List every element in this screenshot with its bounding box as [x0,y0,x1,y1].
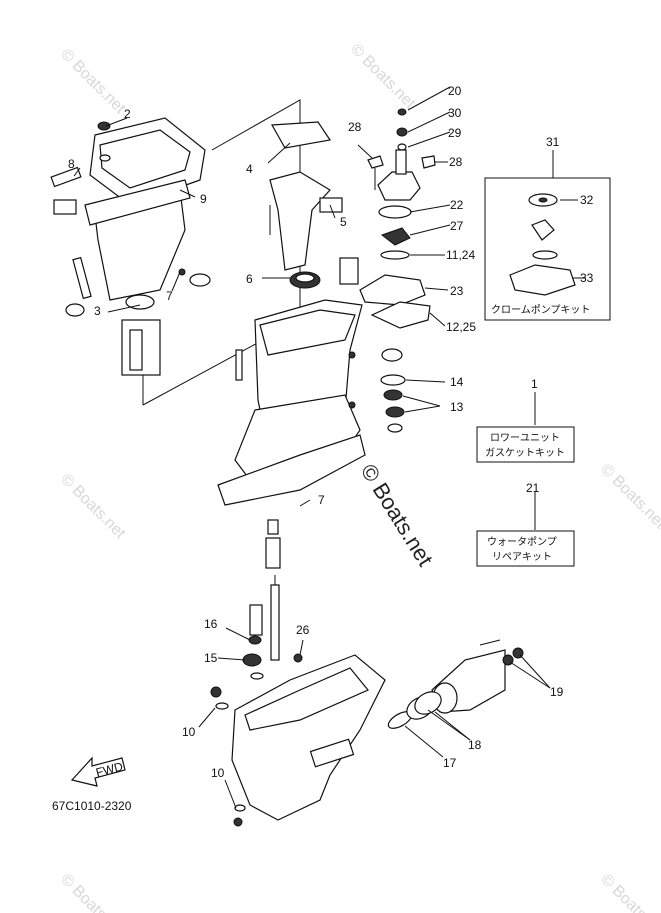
kit-label-chrome-pump: クロームポンプキット [491,304,590,316]
callout-15: 15 [204,651,218,665]
leader-lines [73,86,554,809]
callout-32: 32 [580,193,594,207]
callout-9: 9 [200,192,207,206]
kit-labels: クロームポンプキット ロワーユニット ガスケットキット ウォータポンプ リペアキ… [485,304,590,563]
callout-33: 33 [580,271,594,285]
callout-5: 5 [340,215,347,229]
kit-label-water-pump-1: ウォータポンプ [487,536,557,548]
kit-label-lower-unit-2: ガスケットキット [485,447,565,459]
lower-unit-group: FWD [70,519,524,827]
callout-12-25: 12,25 [446,320,476,334]
callout-29: 29 [448,126,462,140]
callout-27: 27 [450,219,464,233]
kit-box-water-pump [476,530,575,567]
callout-20: 20 [448,84,462,98]
callout-8: 8 [68,157,75,171]
callout-14: 14 [450,375,464,389]
callout-7b: 7 [318,493,325,507]
callout-18: 18 [468,738,482,752]
kit-label-lower-unit-1: ロワーユニット [490,433,560,444]
watermark-main: © Boats.net [356,459,438,570]
callout-28a: 28 [348,120,362,134]
callout-22: 22 [450,198,464,212]
watermark-2: © Boats.net [347,41,419,113]
kit-box-lower-unit [476,426,575,463]
callout-28b: 28 [449,155,463,169]
callout-10b: 10 [211,766,225,780]
water-pump-group [359,108,436,433]
watermark-6: © Boats.net [597,871,661,913]
callout-16: 16 [204,617,218,631]
kit-boxes [476,177,611,567]
callout-23: 23 [450,284,464,298]
callout-26: 26 [296,623,310,637]
callout-7a: 7 [166,289,173,303]
upper-casing-group [50,99,301,406]
callout-3: 3 [94,304,101,318]
driveshaft-housing-group [217,121,366,506]
callout-31: 31 [546,135,560,149]
callout-13: 13 [450,400,464,414]
watermark-1: © Boats.net [57,46,129,118]
callout-10a: 10 [182,725,196,739]
callout-11-24: 11,24 [446,248,475,262]
fwd-label: FWD [94,759,124,780]
callout-4: 4 [246,162,253,176]
part-number: 67C1010-2320 [52,799,132,813]
watermark-3: © Boats.net [57,471,129,543]
callout-6: 6 [246,272,253,286]
callout-21: 21 [526,481,540,495]
fwd-arrow-icon [70,756,126,787]
callouts: 2 8 9 3 7 4 5 6 7 20 30 29 28 28 22 27 1… [68,84,594,780]
callout-30: 30 [448,106,462,120]
callout-17: 17 [443,756,457,770]
watermark-5: © Boats.net [57,871,129,913]
callout-19: 19 [550,685,564,699]
kit-label-water-pump-2: リペアキット [492,552,552,563]
watermark-4: © Boats.net [597,461,661,533]
callout-2: 2 [124,107,131,121]
callout-1: 1 [531,377,538,391]
